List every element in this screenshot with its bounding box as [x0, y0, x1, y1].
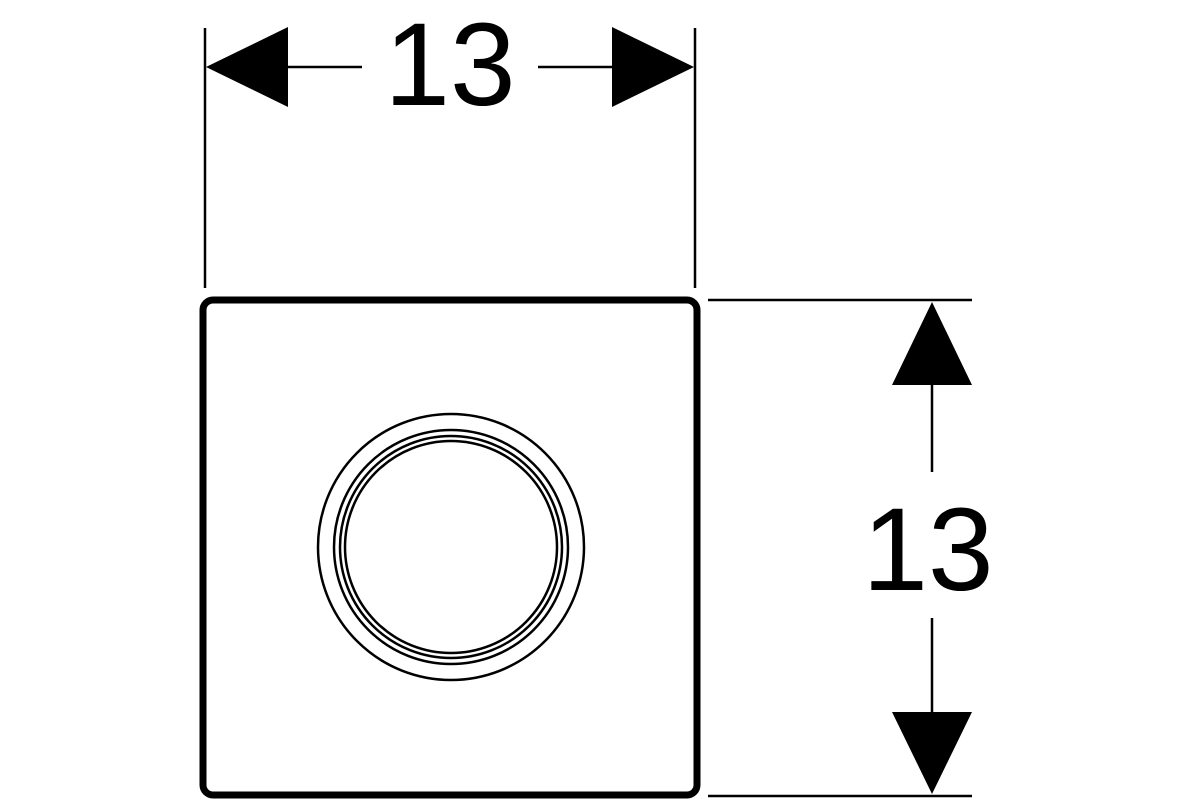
width-arrow-left [206, 27, 288, 107]
width-arrow-right [612, 27, 694, 107]
button-inner-ring [338, 434, 564, 660]
button-core [343, 439, 559, 655]
button-middle-ring [332, 428, 570, 666]
height-dimension-label: 13 [862, 484, 993, 616]
width-dimension: 13 [203, 0, 697, 288]
button-outer-ring [316, 412, 586, 682]
width-dimension-label: 13 [384, 0, 515, 131]
height-dimension: 13 [708, 298, 994, 798]
button-rings [316, 412, 586, 682]
height-arrow-top [892, 302, 972, 385]
height-arrow-bottom [892, 712, 972, 794]
plate-outline [199, 296, 701, 799]
